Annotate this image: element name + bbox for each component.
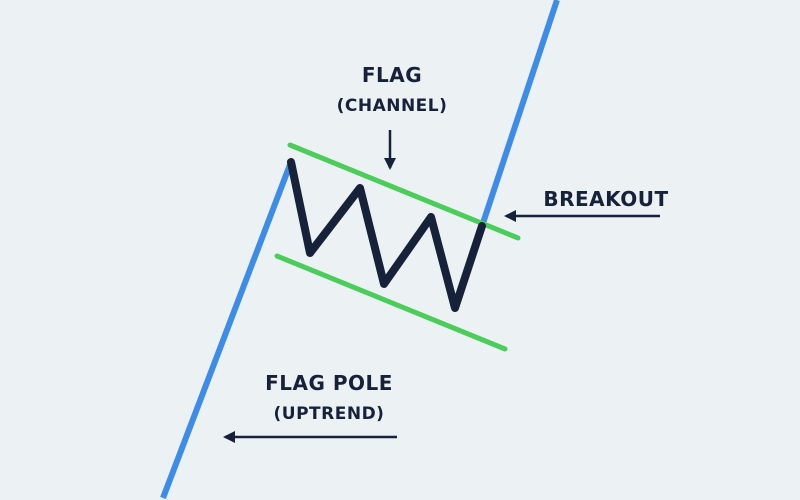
breakout-trend-line [479,0,560,227]
flag-pole-sublabel: (UPTREND) [274,404,385,424]
price-zigzag-line [287,158,486,312]
channel-lower-line [274,253,508,352]
channel-upper-line [287,142,521,241]
flag-pole-label: FLAG POLE [265,371,393,395]
flag-sublabel: (CHANNEL) [337,96,448,116]
flag-label: FLAG [362,63,422,87]
breakout-label: BREAKOUT [543,187,668,211]
flag-pole-line [160,160,294,500]
